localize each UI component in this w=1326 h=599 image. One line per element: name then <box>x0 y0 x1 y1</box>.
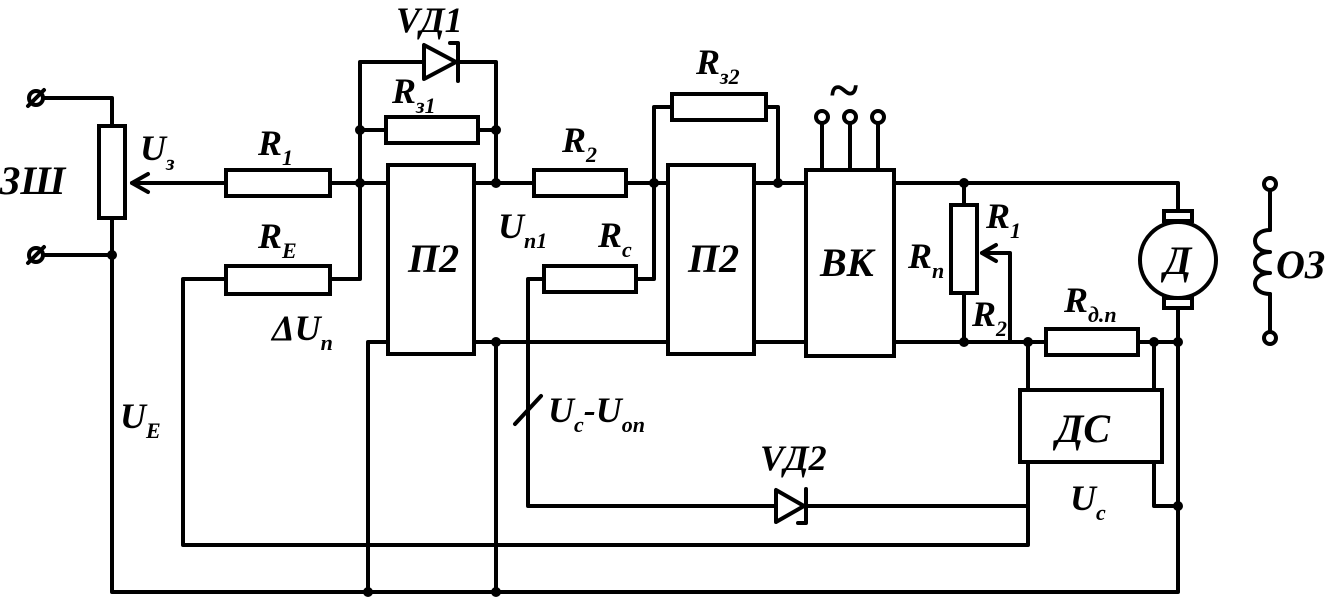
vd1-loop <box>358 60 498 185</box>
junction <box>959 178 969 188</box>
re-label: RE <box>257 216 297 263</box>
re-loop <box>181 277 1030 547</box>
rn-potentiometer <box>949 203 979 295</box>
motor-label: Д <box>1160 238 1193 283</box>
supply-terminal-2 <box>842 109 858 125</box>
junction <box>355 125 365 135</box>
motor-brush-top <box>1162 209 1194 223</box>
vd2-label: VД2 <box>760 438 827 478</box>
r2-label: R2 <box>561 120 597 167</box>
rn-wiper <box>980 251 1012 344</box>
rc-resistor <box>542 264 638 294</box>
vk-top-out <box>892 181 1180 220</box>
p2-right-label: П2 <box>687 236 739 281</box>
junction <box>1023 337 1033 347</box>
p2-left-block <box>386 163 476 356</box>
rc-left <box>526 277 1030 508</box>
wires <box>36 60 1272 594</box>
rc-lead <box>634 181 656 281</box>
bus-slash <box>513 394 543 426</box>
oz-terminal-bottom <box>1262 330 1278 346</box>
r1-resistor <box>224 168 332 198</box>
vd1-diode-icon <box>422 43 458 81</box>
junction <box>1149 337 1159 347</box>
junction <box>491 125 501 135</box>
oz-coil <box>1253 228 1272 296</box>
zsh-label: ЗШ <box>0 158 67 203</box>
uc-uon-label: Uс-Uоп <box>548 390 645 437</box>
rdp-resistor <box>1044 327 1140 357</box>
junctions <box>107 125 1183 597</box>
rz2-label: Rз2 <box>695 42 740 89</box>
junction <box>107 250 117 260</box>
junction <box>649 178 659 188</box>
rp-arrow <box>980 243 998 263</box>
r1-label: R1 <box>257 123 293 170</box>
junction <box>491 337 501 347</box>
junction <box>491 587 501 597</box>
junction <box>773 178 783 188</box>
junction <box>1173 501 1183 511</box>
ac-tilde-label: ~ <box>830 60 858 120</box>
ds-block <box>1018 388 1164 464</box>
uz-label: Uз <box>140 128 175 175</box>
ds-label: ДС <box>1052 406 1111 451</box>
junction <box>355 178 365 188</box>
ds-top-leads <box>1026 340 1156 392</box>
input-terminal-top-icon <box>26 88 46 108</box>
rz2-resistor <box>670 92 768 122</box>
vd1-label: VД1 <box>396 0 463 40</box>
vk-supply <box>820 120 880 172</box>
oz-terminal-top <box>1262 176 1278 192</box>
junction <box>1173 337 1183 347</box>
rp2-label: R2 <box>971 294 1007 341</box>
rn-label: Rп <box>907 236 944 283</box>
rdp-label: Rд.п <box>1063 280 1117 327</box>
vk-block <box>804 168 896 358</box>
input-terminal-bottom-icon <box>26 245 46 265</box>
oz-label: ОЗ <box>1276 242 1325 287</box>
r2-resistor <box>532 168 628 198</box>
vd1-cathode <box>448 41 460 83</box>
un1-label: Uп1 <box>498 206 547 253</box>
junction <box>491 178 501 188</box>
rz1-resistor <box>384 115 480 145</box>
labels: ЗШ Uз R1 RE ΔUп UE VД1 Rз1 П2 Uп1 R2 Rз2… <box>0 0 1325 525</box>
rz2-loop <box>652 105 780 185</box>
supply-terminal-3 <box>870 109 886 125</box>
supply-terminal-1 <box>814 109 830 125</box>
pot-lower-lead <box>110 216 1180 594</box>
rc-label: Rс <box>597 215 632 262</box>
uc-label: Uс <box>1070 478 1106 525</box>
input-wire-top <box>36 96 114 128</box>
vd2-cathode <box>796 487 808 525</box>
common-bus <box>366 340 1180 594</box>
ue-label: UE <box>120 396 161 443</box>
vk-label: ВК <box>819 240 876 285</box>
vd2-diode-icon <box>774 488 806 524</box>
rz1-label: Rз1 <box>391 71 436 118</box>
uz-arrow <box>130 172 150 194</box>
ds-right-lead <box>1152 460 1180 508</box>
re-resistor <box>224 264 332 296</box>
rp1-label: R1 <box>985 196 1021 243</box>
components <box>26 41 1278 525</box>
p2-right-block <box>666 163 756 356</box>
re-right <box>328 128 362 281</box>
motor-circle <box>1138 220 1218 300</box>
zsh-potentiometer <box>97 124 127 220</box>
du-label: ΔUп <box>270 308 333 355</box>
junction <box>959 337 969 347</box>
p2-left-label: П2 <box>407 236 459 281</box>
junction <box>363 587 373 597</box>
